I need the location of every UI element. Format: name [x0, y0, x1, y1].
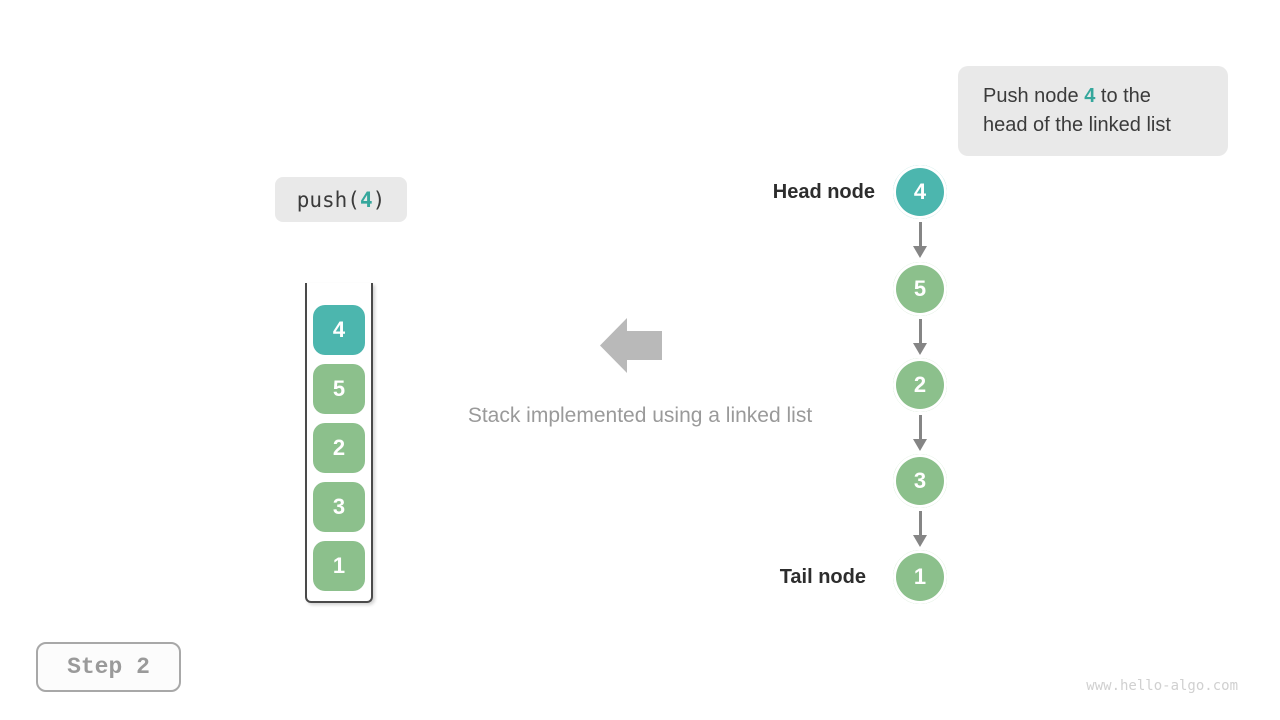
hint-line-1: Push node 4 to the — [983, 85, 1151, 107]
connector-arrow — [919, 511, 922, 536]
tail-node-label: Tail node — [779, 566, 866, 588]
list-node: 4 — [891, 163, 949, 221]
caption-text: Stack implemented using a linked list — [467, 404, 813, 427]
hint-line-2: head of the linked list — [983, 114, 1171, 136]
left-block-arrow-icon — [600, 318, 662, 373]
step-badge: Step 2 — [36, 642, 181, 692]
list-node: 2 — [891, 356, 949, 414]
stack-item: 4 — [313, 305, 365, 355]
connector-arrowhead-icon — [913, 439, 927, 451]
connector-arrowhead-icon — [913, 343, 927, 355]
connector-arrow — [919, 222, 922, 247]
list-node: 5 — [891, 260, 949, 318]
list-node: 1 — [891, 548, 949, 606]
connector-arrowhead-icon — [913, 246, 927, 258]
stack-item: 3 — [313, 482, 365, 532]
watermark-text: www.hello-algo.com — [1086, 678, 1238, 694]
connector-arrowhead-icon — [913, 535, 927, 547]
list-node: 3 — [891, 452, 949, 510]
hint-highlight-value: 4 — [1084, 85, 1096, 107]
head-node-label: Head node — [772, 181, 875, 203]
stack-item: 5 — [313, 364, 365, 414]
connector-arrow — [919, 319, 922, 344]
code-arg-value: 4 — [359, 187, 373, 212]
hint-box: Push node 4 to the head of the linked li… — [958, 66, 1228, 156]
stack-item: 2 — [313, 423, 365, 473]
stack-container: 4 5 2 3 1 — [305, 283, 373, 603]
connector-arrow — [919, 415, 922, 440]
stack-item: 1 — [313, 541, 365, 591]
code-call-box: push(4) — [275, 177, 407, 222]
